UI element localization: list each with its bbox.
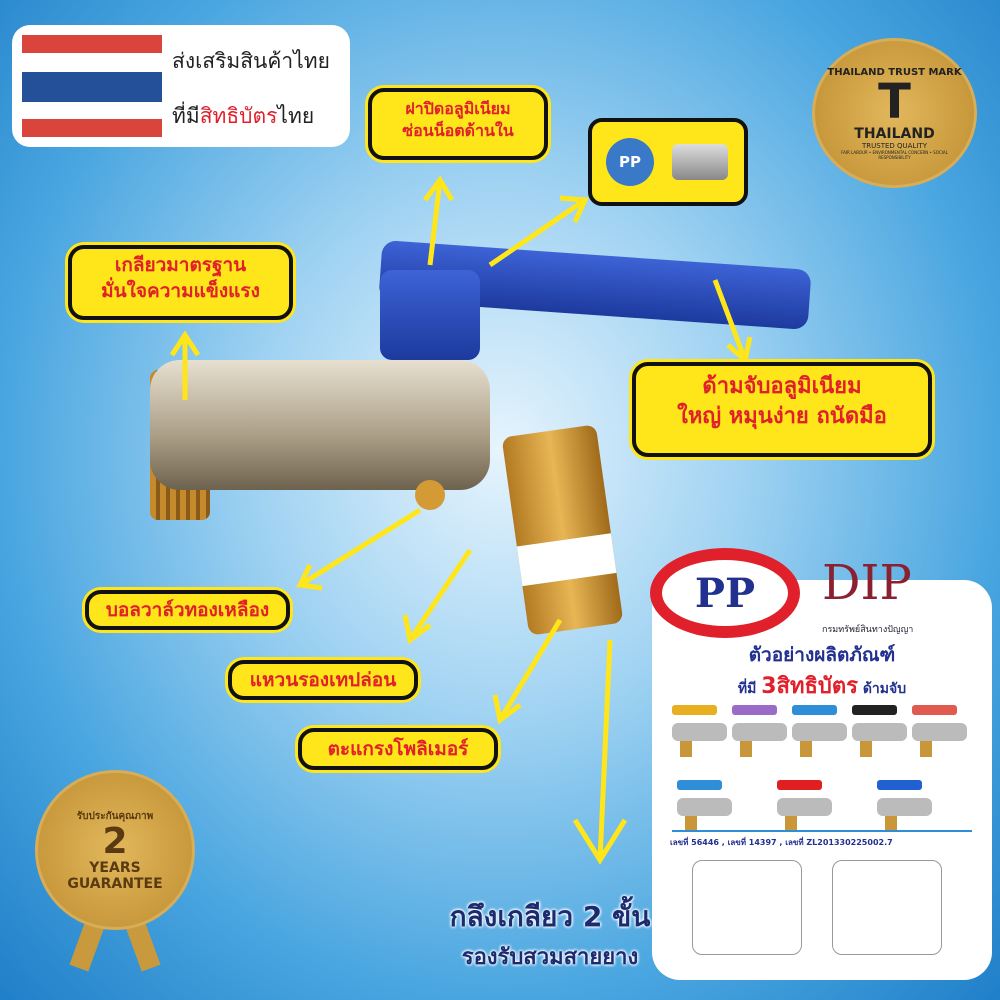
callout-screen: ตะแกรงโพลิเมอร์ [298,728,498,770]
arrow-logo [488,195,589,268]
faucet-sample [732,705,787,760]
guarantee-badge: รับประกันคุณภาพ 2 YEARS GUARANTEE [30,765,200,975]
panel-subtitle: ที่มี 3สิทธิบัตร ด้ามจับ [737,674,907,699]
thailand-trust-mark-seal: THAILAND TRUST MARK T THAILAND TRUSTED Q… [812,38,977,188]
patent-panel: DIP กรมทรัพย์สินทางปัญญา ตัวอย่างผลิตภัณ… [652,555,992,980]
faucet-sample [912,705,967,760]
callout-thread: เกลียวมาตรฐานมั่นใจความแข็งแรง [68,245,293,320]
arrow-thread [169,330,201,400]
faucet-sample [852,705,907,760]
dip-name: กรมทรัพย์สินทางปัญญา [822,625,914,635]
bolt-icon [672,144,728,180]
callout-ball-valve: บอลวาล์วทองเหลือง [85,590,290,630]
arrow-screen [492,618,563,725]
promo-line1: ส่งเสริมสินค้าไทย [172,49,330,73]
callout-cap: ฝาปิดอลูมิเนียมซ่อนน็อตด้านใน [368,88,548,160]
patent-drawing [832,860,942,955]
arrow-handle [712,279,753,365]
thai-promo-banner: ส่งเสริมสินค้าไทย ที่มีสิทธิบัตรไทย [12,25,350,147]
valve-body [150,360,490,490]
arrow-ring [402,548,473,645]
arrow-cap [423,175,455,266]
callout-ring: แหวนรองเทปล่อน [228,660,418,700]
dip-logo: DIP [822,555,912,611]
thai-flag [22,35,162,137]
faucet-sample [672,705,727,760]
patent-numbers: เลขที่ 56446 , เลขที่ 14397 , เลขที่ ZL2… [670,838,893,847]
callout-logo-bolt: PP [588,118,748,206]
faucet-sample [777,780,832,835]
arrow-ball [296,507,422,591]
faucet-sample [677,780,732,835]
faucet-sample [877,780,932,835]
callout-nozzle: กลึงเกลียว 2 ขั้นรองรับสวมสายยาง [449,900,651,970]
valve-cap [380,270,480,360]
faucet-sample [792,705,847,760]
pp-cap-logo: PP [606,138,654,186]
product-samples [672,705,982,845]
patent-drawing [692,860,802,955]
promo-line2: ที่มีสิทธิบัตรไทย [172,104,315,128]
panel-title: ตัวอย่างผลิตภัณฑ์ [748,644,896,666]
arrow-nozzle [572,639,628,865]
callout-handle: ด้ามจับอลูมิเนียมใหญ่ หมุนง่าย ถนัดมือ [632,362,932,457]
pp-logo: PP [650,548,800,638]
ball-valve-icon [415,480,445,510]
